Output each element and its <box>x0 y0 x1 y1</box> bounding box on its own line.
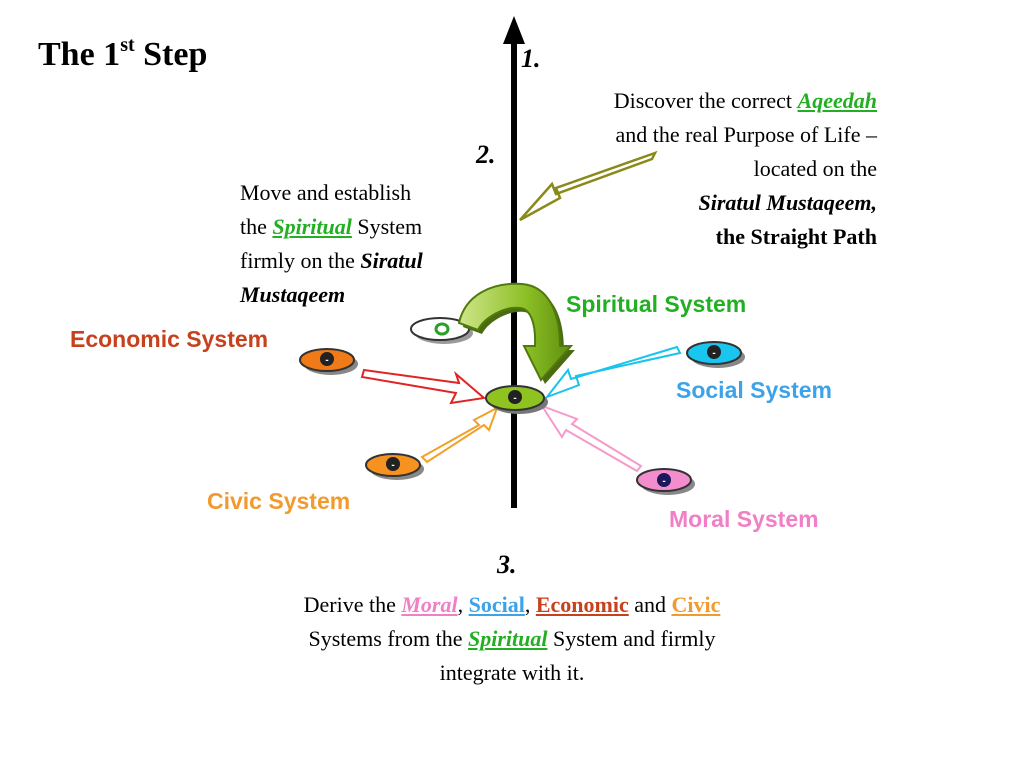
step1-number: 1. <box>521 44 541 73</box>
step3-line2-pre: Systems from the <box>308 626 468 651</box>
economic-system-label: Economic System <box>70 326 269 352</box>
civic-system-label: Civic System <box>207 488 351 514</box>
step3-derive: Derive the <box>303 592 402 617</box>
step2-line2-post: System <box>351 214 423 239</box>
step3-comma2: , <box>524 592 536 617</box>
moral-term: Moral <box>401 592 458 617</box>
step1-pointer-arrow <box>519 150 658 222</box>
moral-system-label: Moral System <box>669 506 819 532</box>
social-term: Social <box>468 592 525 617</box>
civic-arrow <box>420 405 499 464</box>
social-arrow <box>544 345 682 400</box>
economic-arrow <box>360 368 487 405</box>
step3-line1: Derive the Moral, Social, Economic and C… <box>200 588 824 622</box>
civic-node: - <box>365 453 424 480</box>
step2-line3-pre: firmly on the <box>240 248 361 273</box>
step2-line1: Move and establish <box>240 180 412 205</box>
title-rest: Step <box>134 36 208 73</box>
step3-line2-post: System and firmly <box>547 626 716 651</box>
step3-number: 3. <box>497 550 517 579</box>
spiritual-node: - <box>485 385 548 414</box>
step3-text: Derive the Moral, Social, Economic and C… <box>200 588 824 690</box>
spiritual-term: Spiritual <box>272 214 352 239</box>
vertical-axis-arrow <box>503 16 525 508</box>
economic-node: - <box>299 348 358 375</box>
spiritual-system-label: Spiritual System <box>566 291 747 317</box>
social-system-label: Social System <box>676 377 832 403</box>
economic-term: Economic <box>535 592 629 617</box>
title-main: The 1 <box>38 36 121 73</box>
step2-line3: firmly on the Siratul <box>240 244 423 278</box>
page-title: The 1st Step <box>38 34 207 74</box>
social-node: - <box>686 341 745 368</box>
social-node-symbol: - <box>712 348 715 359</box>
step1-line5: the Straight Path <box>715 224 877 249</box>
step2-text: Move and establish the Spiritual System … <box>240 176 423 312</box>
step1-line2: and the real Purpose of Life – <box>615 122 877 147</box>
moral-node-symbol: - <box>662 476 665 487</box>
step3-line3: integrate with it. <box>439 660 585 685</box>
economic-node-symbol: - <box>325 355 328 366</box>
step1-text: Discover the correct Aqeedah and the rea… <box>614 84 877 254</box>
step1-line1-pre: Discover the correct <box>613 88 798 113</box>
civic-node-symbol: - <box>391 460 394 471</box>
civic-term: Civic <box>671 592 721 617</box>
spiritual-move-arrow <box>457 282 575 384</box>
title-superscript: st <box>120 34 135 56</box>
step2-line4: Mustaqeem <box>240 282 346 307</box>
step1-line3: located on the <box>753 156 877 181</box>
step3-spiritual-term: Spiritual <box>467 626 548 651</box>
siratul-term: Siratul <box>360 248 423 273</box>
step2-line2: the Spiritual System <box>240 210 423 244</box>
step2-number: 2. <box>476 140 496 169</box>
step3-comma1: , <box>457 592 469 617</box>
step2-line2-pre: the <box>240 214 273 239</box>
step3-and: and <box>628 592 672 617</box>
moral-node: - <box>636 468 695 495</box>
aqeedah-term: Aqeedah <box>797 88 877 113</box>
spiritual-node-symbol: - <box>513 393 516 404</box>
step1-line1: Discover the correct Aqeedah <box>614 84 877 118</box>
step3-line2: Systems from the Spiritual System and fi… <box>200 622 824 656</box>
moral-arrow <box>539 404 643 473</box>
origin-node <box>410 317 473 344</box>
step1-line4: Siratul Mustaqeem, <box>698 190 877 215</box>
